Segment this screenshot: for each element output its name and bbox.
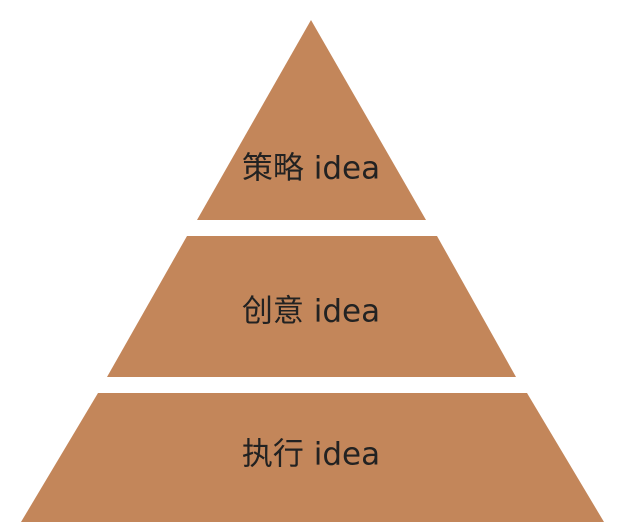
tier-middle-shape xyxy=(107,236,516,377)
tier-middle-label: 创意 idea xyxy=(242,294,380,330)
pyramid-tier-top: 策略 idea xyxy=(197,20,426,220)
tier-bottom-shape xyxy=(21,393,604,522)
tier-bottom-label: 执行 idea xyxy=(242,437,380,473)
pyramid-tier-bottom: 执行 idea xyxy=(21,393,604,522)
tier-top-shape xyxy=(197,20,426,220)
tier-top-label: 策略 idea xyxy=(242,151,380,187)
pyramid-tier-middle: 创意 idea xyxy=(107,236,516,377)
